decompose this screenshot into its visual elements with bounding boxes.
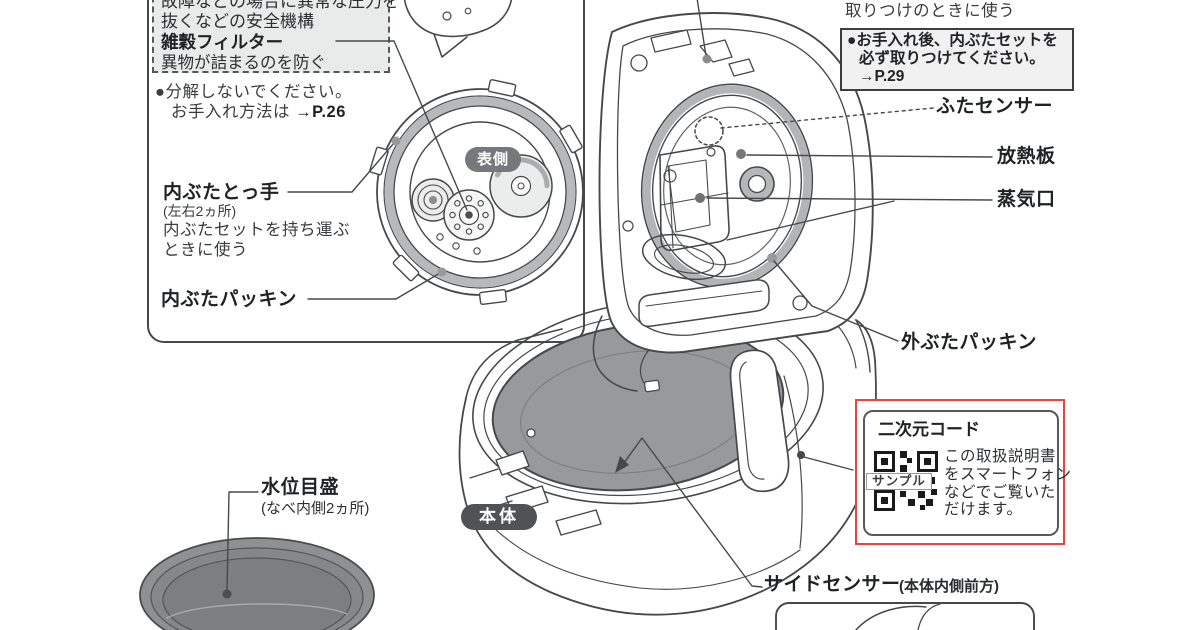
safety-note-line2: 抜くなどの安全機構 xyxy=(161,12,314,31)
qr-code-title: 二次元コード xyxy=(878,420,980,439)
qr-code-panel: 二次元コード サンプル この取扱説明書 をスマートフォン などでご覧いた だけま… xyxy=(855,399,1071,545)
side-sensor-label: サイドセンサー xyxy=(764,574,901,595)
care-method-note: お手入れ方法は →P.26 xyxy=(171,103,346,122)
attach-usage-note: 取りつけのときに使う xyxy=(845,2,1016,20)
rim-latches xyxy=(469,450,602,536)
after-care-page-ref: →P.29 xyxy=(859,67,905,85)
qr-desc-line: をスマートフォン xyxy=(944,465,1072,483)
front-side-badge: 表側 xyxy=(465,147,521,172)
inner-lid-handle-leader xyxy=(287,142,395,193)
qr-desc-line: だけます。 xyxy=(944,501,1023,519)
outer-packing-leader xyxy=(773,260,899,342)
no-disassemble-note: ●分解しないでください。 xyxy=(155,83,352,101)
qr-sample-badge: サンプル xyxy=(866,473,932,490)
care-method-page-ref: →P.26 xyxy=(295,103,346,121)
steam-vent-label: 蒸気口 xyxy=(997,189,1056,210)
inner-lid-handle-sub: (左右2ヵ所) xyxy=(163,203,237,219)
care-method-text: お手入れ方法は xyxy=(171,103,296,121)
qr-code-inner-box: 二次元コード サンプル この取扱説明書 をスマートフォン などでご覧いた だけま… xyxy=(863,410,1071,536)
qr-desc-line: この取扱説明書 xyxy=(944,448,1057,465)
lid-sensor-label: ふたセンサー xyxy=(936,96,1054,117)
inner-lid-handle-desc2: ときに使う xyxy=(163,241,248,259)
inner-pot-drawing xyxy=(139,537,375,630)
grain-filter-label: 雑穀フィルター xyxy=(161,32,284,52)
body-badge: 本体 xyxy=(461,504,537,530)
side-sensor-sub: (本体内側前方) xyxy=(899,578,999,595)
steam-vent-leader xyxy=(706,197,993,201)
side-sensor-arrowhead xyxy=(615,456,629,473)
water-level-leader xyxy=(226,491,259,593)
grain-filter-desc: 異物が詰まるのを防ぐ xyxy=(161,54,326,72)
inner-lid-handle-label: 内ぶたとっ手 xyxy=(163,182,280,203)
water-level-sub: (なべ内側2ヵ所) xyxy=(261,500,370,517)
lid-sensor-dotted-circle xyxy=(694,116,724,146)
side-sensor-leader xyxy=(620,437,763,588)
grain-filter-leader xyxy=(335,40,468,211)
water-level-label: 水位目盛 xyxy=(261,477,340,498)
heat-plate-dot xyxy=(736,149,746,159)
bottom-right-callout-box xyxy=(775,602,1035,630)
inner-lid-diagram xyxy=(369,79,584,306)
qr-desc-line: などでご覧いた xyxy=(944,483,1056,501)
lid-sensor-leader xyxy=(720,107,934,129)
open-lid-drawing xyxy=(592,12,874,392)
safety-mechanism-note-box: 故障などの場合に異常な圧力を 抜くなどの安全機構 雑穀フィルター 異物が詰まるの… xyxy=(152,0,399,73)
qr-code-icon xyxy=(874,451,938,511)
qr-leader xyxy=(803,456,854,471)
safety-note-partial-line: 故障などの場合に異常な圧力を xyxy=(161,0,399,11)
outer-lid-packing-label: 外ぶたパッキン xyxy=(901,332,1037,353)
top-cut-part-drawing xyxy=(403,0,513,58)
top-cut-leader xyxy=(696,0,707,57)
heat-plate-leader xyxy=(746,154,993,158)
after-care-line1: ●お手入れ後、内ぶたセットを xyxy=(847,32,1058,49)
leader-lines xyxy=(222,0,993,599)
inner-lid-packing-label: 内ぶたパッキン xyxy=(161,289,297,310)
body-handle xyxy=(729,349,790,493)
inner-lid-packing-leader xyxy=(307,272,441,300)
inner-lid-hub-holes xyxy=(449,195,489,235)
after-care-line2: 必ず取りつけてください。 xyxy=(859,49,1045,67)
left-callout-box xyxy=(147,0,585,343)
heat-plate-label: 放熱板 xyxy=(997,146,1056,167)
qr-description: この取扱説明書 をスマートフォン などでご覧いた だけます。 xyxy=(944,448,1072,519)
inner-lid-handle-desc1: 内ぶたセットを持ち運ぶ xyxy=(163,221,350,239)
after-care-note-box: ●お手入れ後、内ぶたセットを 必ず取りつけてください。 →P.29 xyxy=(840,28,1074,92)
outer-packing-dot xyxy=(767,253,777,263)
